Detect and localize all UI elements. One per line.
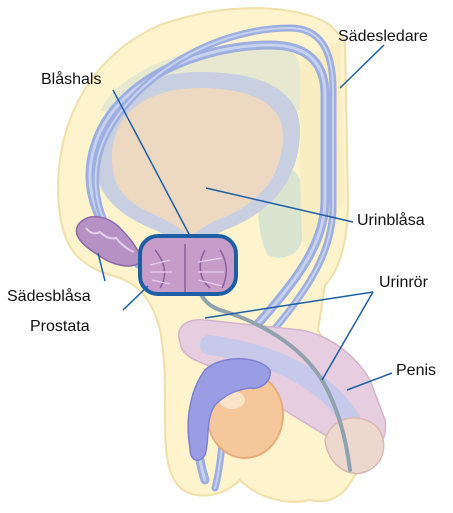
label-prostata: Prostata xyxy=(30,319,90,335)
label-urinror: Urinrör xyxy=(379,275,428,291)
label-sadesblasa: Sädesblåsa xyxy=(7,289,91,305)
label-urinblasa: Urinblåsa xyxy=(357,213,425,229)
leader-sadesledare xyxy=(340,45,384,88)
leader-prostata xyxy=(123,286,148,310)
label-sadesledare: Sädesledare xyxy=(338,29,428,45)
label-penis: Penis xyxy=(396,363,436,379)
label-blashals: Blåshals xyxy=(41,72,101,88)
